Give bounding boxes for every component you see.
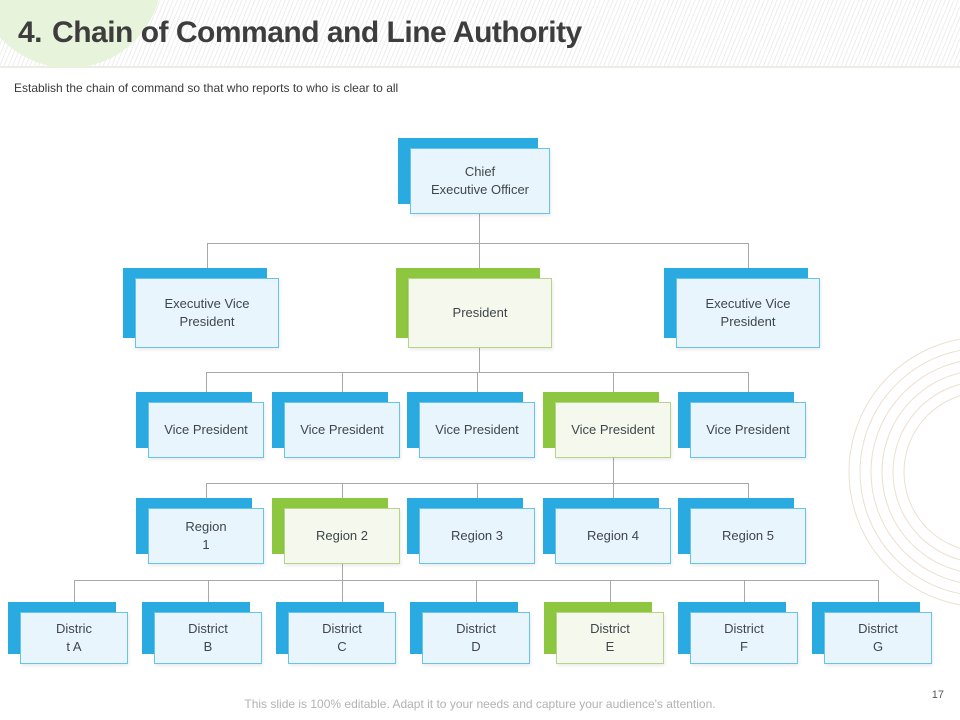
connector-bus-level2 xyxy=(207,243,749,244)
page-title-text: Chain of Command and Line Authority xyxy=(52,16,582,49)
org-node-district-g[interactable]: District G xyxy=(812,602,932,664)
node-face: District G xyxy=(824,612,932,664)
org-node-label: District G xyxy=(858,621,898,654)
node-face: Distric t A xyxy=(20,612,128,664)
node-face: Chief Executive Officer xyxy=(410,148,550,214)
org-node-label: District E xyxy=(590,621,630,654)
page-title-number: 4. xyxy=(18,16,43,49)
node-face: Region 2 xyxy=(284,508,400,564)
org-node-vp3[interactable]: Vice President xyxy=(407,392,535,458)
org-node-label: Vice President xyxy=(435,422,519,438)
org-node-label: Region 1 xyxy=(185,519,227,552)
connector-drop-vp5 xyxy=(748,372,749,393)
subtitle: Establish the chain of command so that w… xyxy=(14,81,399,95)
org-node-label: Vice President xyxy=(706,422,790,438)
org-node-evp-right[interactable]: Executive Vice President xyxy=(664,268,820,348)
org-node-label: District D xyxy=(456,621,496,654)
title-bar: 4. Chain of Command and Line Authority xyxy=(0,0,960,68)
node-face: District C xyxy=(288,612,396,664)
connector-drop-district-a xyxy=(74,580,75,603)
org-node-region5[interactable]: Region 5 xyxy=(678,498,806,564)
org-node-label: Region 5 xyxy=(721,528,775,544)
footer-note: This slide is 100% editable. Adapt it to… xyxy=(244,697,716,711)
node-face: District F xyxy=(690,612,798,664)
connector-drop-district-c xyxy=(342,580,343,603)
org-node-region3[interactable]: Region 3 xyxy=(407,498,535,564)
node-face: Vice President xyxy=(419,402,535,458)
org-node-district-f[interactable]: District F xyxy=(678,602,798,664)
connector-drop-region2 xyxy=(342,483,343,499)
org-node-ceo[interactable]: Chief Executive Officer xyxy=(398,138,550,214)
connector-drop-region4 xyxy=(613,483,614,499)
connector-drop-district-d xyxy=(476,580,477,603)
connector-president-down xyxy=(479,348,480,372)
org-node-vp2[interactable]: Vice President xyxy=(272,392,400,458)
connector-drop-vp2 xyxy=(342,372,343,393)
node-face: Region 4 xyxy=(555,508,671,564)
connector-drop-region1 xyxy=(206,483,207,499)
connector-drop-vp4 xyxy=(613,372,614,393)
node-face: Region 5 xyxy=(690,508,806,564)
org-node-label: Region 2 xyxy=(315,528,369,544)
org-node-district-b[interactable]: District B xyxy=(142,602,262,664)
org-node-label: Vice President xyxy=(164,422,248,438)
node-face: Region 3 xyxy=(419,508,535,564)
connector-drop-region5 xyxy=(748,483,749,499)
decorative-rings xyxy=(848,338,960,606)
connector-ceo-down xyxy=(479,214,480,243)
org-node-label: Region 3 xyxy=(450,528,504,544)
org-node-label: Vice President xyxy=(300,422,384,438)
node-face: Executive Vice President xyxy=(135,278,279,348)
org-node-district-d[interactable]: District D xyxy=(410,602,530,664)
org-node-district-a[interactable]: Distric t A xyxy=(8,602,128,664)
connector-drop-region3 xyxy=(477,483,478,499)
org-node-label: Region 4 xyxy=(586,528,640,544)
org-node-vp4[interactable]: Vice President xyxy=(543,392,671,458)
connector-drop-vp3 xyxy=(477,372,478,393)
node-face: Region 1 xyxy=(148,508,264,564)
page-title: 4. Chain of Command and Line Authority xyxy=(18,16,582,50)
connector-drop-district-g xyxy=(878,580,879,603)
node-face: President xyxy=(408,278,552,348)
org-node-label: Vice President xyxy=(571,422,655,438)
connector-drop-president xyxy=(479,243,480,269)
connector-drop-district-e xyxy=(610,580,611,603)
connector-drop-evp-left xyxy=(207,243,208,269)
node-face: District E xyxy=(556,612,664,664)
node-face: District D xyxy=(422,612,530,664)
org-node-evp-left[interactable]: Executive Vice President xyxy=(123,268,279,348)
page-number: 17 xyxy=(931,689,944,701)
connector-drop-district-b xyxy=(208,580,209,603)
org-node-vp5[interactable]: Vice President xyxy=(678,392,806,458)
org-node-president[interactable]: President xyxy=(396,268,552,348)
connector-drop-district-f xyxy=(744,580,745,603)
node-face: Executive Vice President xyxy=(676,278,820,348)
node-face: District B xyxy=(154,612,262,664)
org-node-label: District B xyxy=(188,621,228,654)
org-node-label: Chief Executive Officer xyxy=(430,164,530,197)
node-face: Vice President xyxy=(148,402,264,458)
connector-vp4-down xyxy=(613,458,614,483)
org-node-label: Executive Vice President xyxy=(164,296,250,329)
org-node-district-c[interactable]: District C xyxy=(276,602,396,664)
node-face: Vice President xyxy=(690,402,806,458)
node-face: Vice President xyxy=(555,402,671,458)
connector-drop-vp1 xyxy=(206,372,207,393)
org-node-label: Distric t A xyxy=(55,621,93,654)
org-node-label: President xyxy=(452,305,508,321)
node-face: Vice President xyxy=(284,402,400,458)
org-node-region4[interactable]: Region 4 xyxy=(543,498,671,564)
org-node-label: District F xyxy=(724,621,764,654)
org-node-region2[interactable]: Region 2 xyxy=(272,498,400,564)
org-node-vp1[interactable]: Vice President xyxy=(136,392,264,458)
connector-region2-down xyxy=(342,564,343,580)
org-node-label: Executive Vice President xyxy=(705,296,791,329)
connector-drop-evp-right xyxy=(748,243,749,269)
org-node-district-e[interactable]: District E xyxy=(544,602,664,664)
org-node-label: District C xyxy=(322,621,362,654)
org-node-region1[interactable]: Region 1 xyxy=(136,498,264,564)
